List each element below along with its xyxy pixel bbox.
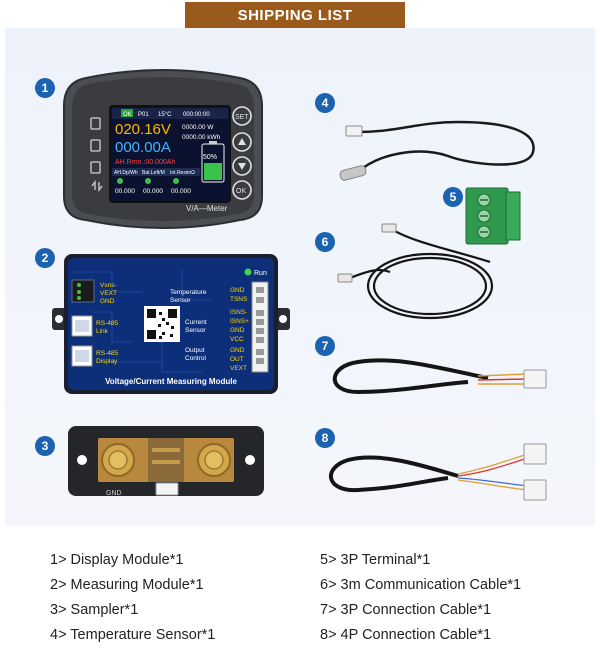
- value-2: 00.000: [143, 188, 163, 195]
- pin-gnd-2: GND: [230, 327, 245, 334]
- shipping-list-left: 1> Display Module*1 2> Measuring Module*…: [50, 548, 215, 648]
- status-time: 000:00:00: [183, 112, 210, 118]
- list-item: 8> 4P Connection Cable*1: [320, 627, 492, 643]
- status-ok: OK: [123, 112, 132, 118]
- badge-2: 2: [35, 248, 55, 268]
- sampler-image: GND: [68, 426, 264, 497]
- tab-1: AH.Dp/Wh: [114, 170, 138, 176]
- terminal-3p-image: [465, 187, 521, 245]
- display-module-image: OK P01 15°C 000:00:00 020.16V 0000.00 W …: [63, 69, 263, 229]
- pin-gnd-3: GND: [230, 347, 245, 354]
- badge-8: 8: [315, 428, 335, 448]
- measuring-module-title: Voltage/Current Measuring Module: [105, 377, 237, 386]
- value-1: 00.000: [115, 188, 135, 195]
- voltage-readout: 020.16V: [115, 121, 171, 138]
- badge-5: 5: [443, 187, 463, 207]
- list-item: 1> Display Module*1: [50, 552, 184, 568]
- tab-2: Bat.Left/M: [142, 170, 165, 176]
- value-3: 00.000: [171, 188, 191, 195]
- shipping-list-banner: SHIPPING LIST: [185, 2, 405, 28]
- list-item: 2> Measuring Module*1: [50, 577, 204, 593]
- sampler-gnd-label: GND: [106, 490, 122, 497]
- list-item: 6> 3m Communication Cable*1: [320, 577, 522, 593]
- ok-button-label: OK: [236, 188, 246, 195]
- pin-vext-left: VEXT: [100, 290, 117, 297]
- badge-3: 3: [35, 436, 55, 456]
- badge-6: 6: [315, 232, 335, 252]
- wh-readout: 0000.00 kWh: [182, 134, 221, 141]
- communication-cable-image: [337, 223, 494, 320]
- pin-isns-plus: ISNS+: [230, 318, 249, 325]
- status-temp: 15°C: [158, 112, 172, 118]
- badge-4: 4: [315, 93, 335, 113]
- list-item: 4> Temperature Sensor*1: [50, 627, 216, 643]
- run-label: Run: [254, 270, 267, 277]
- pin-gnd-1: GND: [230, 287, 245, 294]
- list-item: 7> 3P Connection Cable*1: [320, 602, 492, 618]
- pin-vcc: VCC: [230, 336, 244, 343]
- pin-vsns: Vsns-: [100, 282, 117, 289]
- tab-3: Int.ResimΩ: [170, 170, 195, 176]
- badge-1: 1: [35, 78, 55, 98]
- shipping-list-right: 5> 3P Terminal*1 6> 3m Communication Cab…: [320, 548, 521, 648]
- status-mode: P01: [138, 112, 149, 118]
- pin-isns-minus: ISNS-: [230, 309, 247, 316]
- display-brand: V/A—Meter: [186, 204, 228, 213]
- power-readout: 0000.00 W: [182, 124, 214, 131]
- pin-out: OUT: [230, 356, 244, 363]
- pin-vext-right: VEXT: [230, 365, 247, 372]
- current-readout: 000.00A: [115, 139, 171, 156]
- list-item: 5> 3P Terminal*1: [320, 552, 431, 568]
- battery-percent: 50%: [203, 154, 217, 161]
- pin-tsns: TSNS: [230, 296, 248, 303]
- connection-cable-4p-image: [329, 443, 547, 501]
- set-button-label: SET: [235, 114, 249, 121]
- connection-cable-3p-image: [332, 358, 547, 395]
- temperature-sensor-image: [339, 120, 535, 181]
- list-item: 3> Sampler*1: [50, 602, 139, 618]
- remaining-readout: AH.Rmn.:00.000Ah: [115, 159, 175, 166]
- banner-title: SHIPPING LIST: [237, 6, 353, 24]
- pin-gnd-left: GND: [100, 298, 115, 305]
- badge-7: 7: [315, 336, 335, 356]
